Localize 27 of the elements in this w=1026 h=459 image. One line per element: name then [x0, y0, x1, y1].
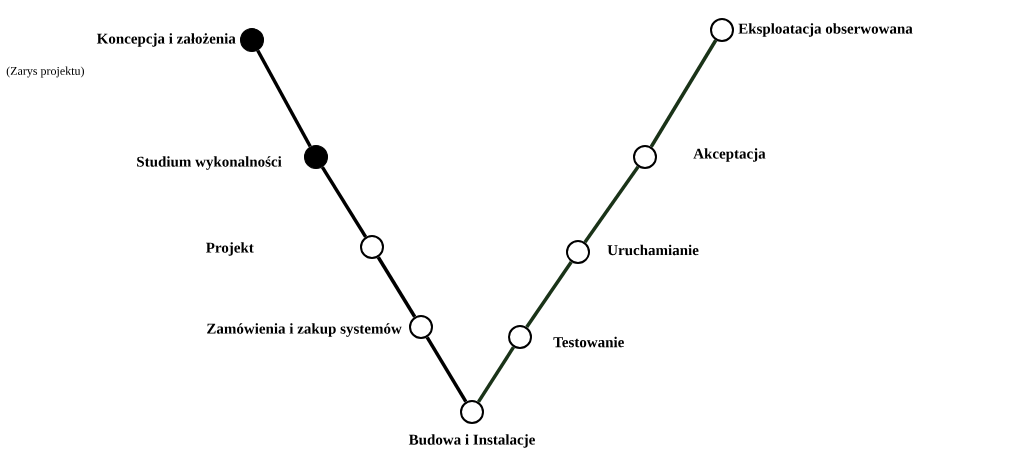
line	[256, 49, 312, 148]
label: Koncepcja i założenia	[96, 33, 236, 47]
label: Zamówienia i zakup systemów	[207, 323, 402, 337]
circle-marker	[566, 240, 590, 264]
label: Testowanie	[553, 336, 624, 348]
line	[376, 256, 417, 318]
dot-marker	[304, 145, 328, 169]
circle-marker	[508, 325, 532, 349]
circle-marker	[633, 145, 657, 169]
label: Eksploatacja obserwowana	[738, 23, 913, 37]
line	[425, 336, 468, 403]
line	[649, 39, 718, 148]
line	[477, 346, 515, 403]
circle-marker	[409, 315, 433, 339]
line	[525, 260, 573, 329]
label: Uruchamianie	[607, 244, 699, 256]
circle-marker	[460, 400, 484, 424]
label: Projekt	[206, 242, 254, 256]
circle-marker	[360, 235, 384, 259]
label: Budowa i Instalacje	[408, 434, 535, 448]
label: Akceptacja	[693, 148, 766, 162]
label: (Zarys projektu)	[6, 66, 84, 78]
line	[320, 166, 368, 238]
dot-marker	[240, 28, 264, 52]
label: Studium wykonalności	[137, 156, 282, 170]
circle-marker	[710, 18, 734, 42]
line	[583, 165, 640, 244]
